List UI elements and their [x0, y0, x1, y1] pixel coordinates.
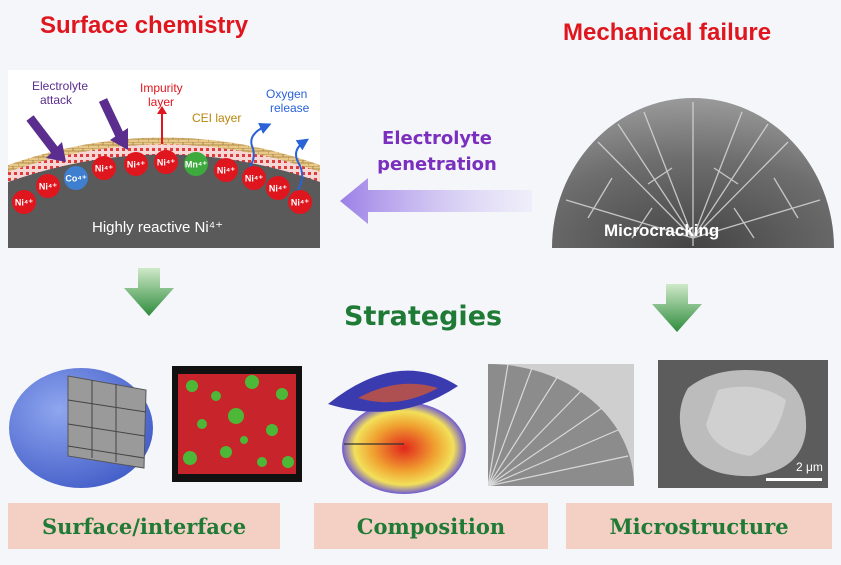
elemental-map-image [172, 366, 302, 482]
ion-label: Ni⁴⁺ [39, 182, 57, 192]
ion-label: Ni⁴⁺ [291, 198, 309, 208]
category-microstructure-label: Microstructure [609, 513, 789, 539]
concentration-gradient-image [328, 370, 466, 494]
bulk-label: Highly reactive Ni⁴⁺ [92, 219, 223, 236]
ion-circles: Ni⁴⁺ Ni⁴⁺ Co⁴⁺ Ni⁴⁺ Ni⁴⁺ Ni⁴⁺ Mn⁴⁺ Ni⁴⁺ Ni⁴⁺ Ni⁴⁺… [12, 150, 312, 214]
microcracking-particle: Microcracking [552, 98, 834, 248]
cei-layer-label: CEI layer [192, 111, 241, 125]
category-composition-label: Composition [356, 513, 506, 539]
strategies-title: Strategies [344, 301, 503, 332]
category-surface-interface-label: Surface/interface [41, 513, 247, 539]
category-composition: Composition [314, 503, 548, 549]
ion-circle [184, 152, 208, 176]
microcracking-label: Microcracking [604, 221, 719, 240]
down-arrow-left [124, 268, 174, 316]
category-microstructure: Microstructure [566, 503, 832, 549]
ion-circle [36, 174, 60, 198]
ion-circle [124, 152, 148, 176]
ion-circle [288, 190, 312, 214]
ion-label: Ni⁴⁺ [157, 158, 175, 168]
electrolyte-attack-label-1: Electrolyte [32, 79, 88, 93]
cei-layer-band [8, 137, 320, 172]
ion-circle [64, 166, 88, 190]
surface-chemistry-schematic: Electrolyte attack Impurity layer CEI la… [8, 70, 320, 248]
penetration-label-line-1: Electrolyte [382, 128, 492, 149]
penetration-label-line-2: penetration [377, 154, 497, 175]
electrolyte-penetration-label: Electrolyte penetration [362, 126, 512, 178]
ion-label: Mn⁴⁺ [185, 160, 207, 170]
scale-bar-label: 2 μm [796, 460, 823, 474]
ion-label: Ni⁴⁺ [95, 164, 113, 174]
ion-label: Ni⁴⁺ [217, 166, 235, 176]
impurity-label-2: layer [148, 95, 174, 109]
ion-circle [92, 156, 116, 180]
ion-label: Ni⁴⁺ [127, 160, 145, 170]
radial-grains-image [488, 364, 634, 486]
ion-circle [214, 158, 238, 182]
down-arrow-right [652, 284, 702, 332]
category-surface-interface: Surface/interface [8, 503, 280, 549]
ion-circle [154, 150, 178, 174]
coated-sphere-image [9, 368, 153, 488]
impurity-label-1: Impurity [140, 81, 183, 95]
single-crystal-sem-image: 2 μm [658, 360, 828, 488]
crack-lines [565, 102, 821, 246]
oxygen-label-2: release [270, 101, 310, 115]
electrolyte-attack-label-2: attack [40, 93, 73, 107]
mechanical-failure-title: Mechanical failure [563, 19, 772, 46]
ion-circle [242, 166, 266, 190]
ion-label: Co⁴⁺ [65, 174, 86, 184]
ion-circle [266, 176, 290, 200]
ion-label: Ni⁴⁺ [269, 184, 287, 194]
oxygen-release-arrow [243, 122, 272, 175]
penetration-arrow [340, 178, 532, 224]
ion-label: Ni⁴⁺ [15, 198, 33, 208]
oxygen-label-1: Oxygen [266, 87, 307, 101]
ion-label: Ni⁴⁺ [245, 174, 263, 184]
impurity-layer-band [8, 144, 320, 182]
surface-chemistry-title: Surface chemistry [40, 12, 249, 39]
electrolyte-attack-arrows [26, 98, 128, 162]
ion-circle [12, 190, 36, 214]
